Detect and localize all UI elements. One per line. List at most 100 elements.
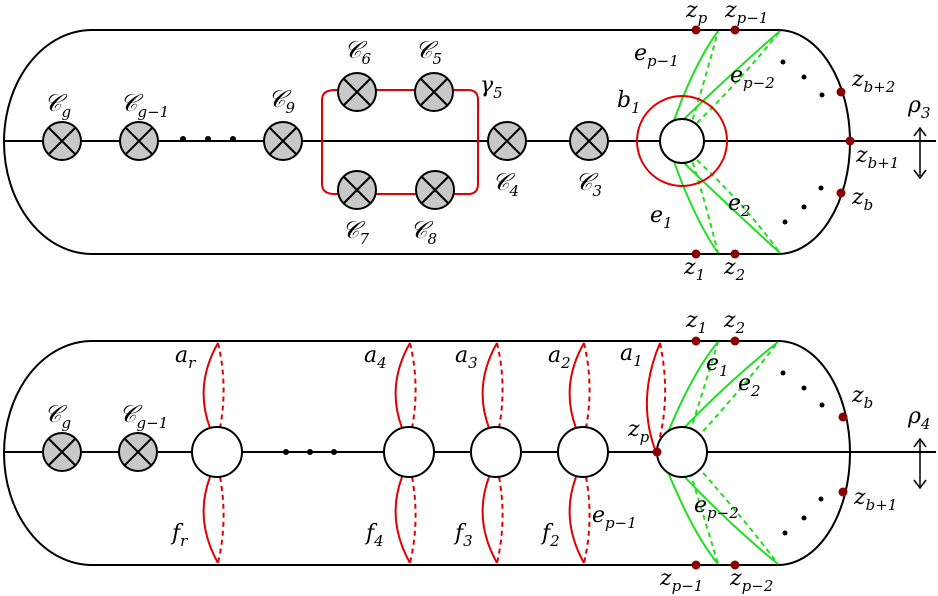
curve-a3-front	[481, 342, 498, 429]
label-ep1-bottom: ep−1	[592, 503, 637, 532]
label-ep1: ep−1	[634, 41, 679, 70]
hole-1	[656, 426, 708, 478]
marked-point-z2-bottom	[730, 336, 740, 346]
marked-point-zb1	[845, 136, 855, 146]
label-zp: zp	[685, 0, 708, 27]
ellipsis-dot	[780, 370, 786, 376]
crosscap-8	[415, 170, 455, 210]
curve-ep2-back-bottom	[696, 465, 779, 565]
ellipsis-dot	[819, 402, 825, 408]
curve-e2-front	[682, 161, 781, 254]
label-rho3: ρ3	[907, 93, 930, 122]
curve-f2-back	[583, 476, 591, 564]
bottom-surface: 𝒞g 𝒞g−1 ar a4 a3 a2 a1 fr f4 f3 f2 e1 e2…	[3, 308, 936, 595]
label-C4: 𝒞4	[492, 168, 519, 200]
curve-e2-back-bottom	[696, 341, 779, 439]
crosscap-3	[569, 121, 609, 161]
label-ep2-bottom: ep−2	[694, 493, 739, 522]
ellipsis-dot	[818, 496, 824, 502]
curve-f3-front	[481, 476, 498, 564]
ellipsis-dot	[801, 74, 807, 80]
label-f3: f3	[453, 521, 473, 550]
label-C5: 𝒞5	[415, 36, 442, 68]
curve-e1-back-bottom	[689, 341, 719, 433]
label-z1: z1	[683, 255, 705, 284]
rotation-arrow-rho3	[913, 126, 927, 180]
crosscap-9	[263, 121, 303, 161]
marked-point-z1	[691, 249, 701, 259]
label-f4: f4	[364, 521, 384, 550]
marked-point-zp-bottom	[652, 447, 662, 457]
ellipsis-dot	[205, 136, 211, 142]
label-z2-bottom: z2	[723, 308, 745, 337]
ellipsis-dot	[801, 515, 807, 521]
label-ar: ar	[175, 343, 196, 372]
label-rho4: ρ4	[907, 404, 930, 433]
hole-2	[557, 426, 609, 478]
label-e2: e2	[728, 191, 751, 220]
label-zp1-bottom: zp−1	[659, 566, 703, 595]
top-surface-outline	[3, 29, 851, 255]
label-f2: f2	[540, 521, 560, 550]
label-zb1: zb+1	[855, 143, 899, 172]
curve-fr-front	[202, 476, 219, 564]
crosscap-g	[42, 121, 82, 161]
label-Cg-1-bottom: 𝒞g−1	[119, 400, 168, 432]
label-C8: 𝒞8	[410, 216, 437, 248]
curve-a1-back	[655, 342, 667, 453]
boundary-hole-top	[659, 118, 705, 164]
label-zp-bottom: zp	[627, 417, 650, 446]
label-Cg-bottom: 𝒞g	[44, 400, 71, 432]
curve-ep1-back-bottom	[689, 471, 719, 565]
crosscap-5	[414, 72, 454, 112]
curve-ep2-front-bottom	[679, 471, 779, 565]
marked-point-z2	[730, 249, 740, 259]
crosscap-g-bottom	[42, 432, 82, 472]
label-zp2-bottom: zp−2	[729, 566, 773, 595]
ellipsis-dot	[307, 449, 313, 455]
ellipsis-dot	[331, 449, 337, 455]
curve-a3-back	[496, 342, 504, 429]
label-Cg-1: 𝒞g−1	[120, 89, 169, 121]
marked-point-zp1-bottom	[691, 560, 701, 570]
bottom-surface-outline	[3, 340, 851, 566]
ellipsis-dot	[782, 219, 788, 225]
marked-point-z1-bottom	[691, 336, 701, 346]
label-e1: e1	[650, 203, 673, 232]
crosscap-g-minus-1	[119, 121, 159, 161]
label-C9: 𝒞9	[268, 85, 296, 117]
ellipsis-dot	[801, 385, 807, 391]
label-z2: z2	[723, 255, 745, 284]
marked-point-zp1	[730, 25, 740, 35]
curve-ep1-back	[689, 30, 719, 129]
label-z1-bottom: z1	[685, 308, 707, 337]
hole-3	[470, 426, 522, 478]
curve-ep2-back	[696, 30, 781, 124]
label-a1: a1	[620, 341, 643, 370]
curve-a1-front	[645, 342, 661, 453]
curve-f4-front	[394, 476, 411, 564]
curve-a2-front	[568, 342, 585, 429]
curve-e2-front-bottom	[679, 341, 779, 433]
ellipsis-dot	[230, 136, 236, 142]
ellipsis-dot	[780, 59, 786, 65]
curve-e1-back	[689, 153, 719, 254]
rotation-arrow-rho4	[913, 437, 927, 490]
label-e1-bottom: e1	[706, 351, 729, 380]
curve-e2-back	[696, 159, 781, 254]
label-C6: 𝒞6	[344, 36, 372, 68]
label-zb1-bottom: zb+1	[853, 485, 897, 514]
marked-point-zp2-bottom	[730, 560, 740, 570]
label-a2: a2	[548, 343, 571, 372]
marked-point-zb	[836, 188, 846, 198]
hole-4	[383, 426, 435, 478]
label-zb: zb	[851, 185, 873, 214]
curve-ar-back	[217, 342, 225, 429]
curve-f4-back	[409, 476, 417, 564]
ellipsis-dot	[819, 92, 825, 98]
label-C3: 𝒞3	[575, 168, 602, 200]
label-gamma5: γ5	[480, 73, 503, 102]
label-C7: 𝒞7	[342, 216, 370, 248]
ellipsis-dot	[818, 185, 824, 191]
